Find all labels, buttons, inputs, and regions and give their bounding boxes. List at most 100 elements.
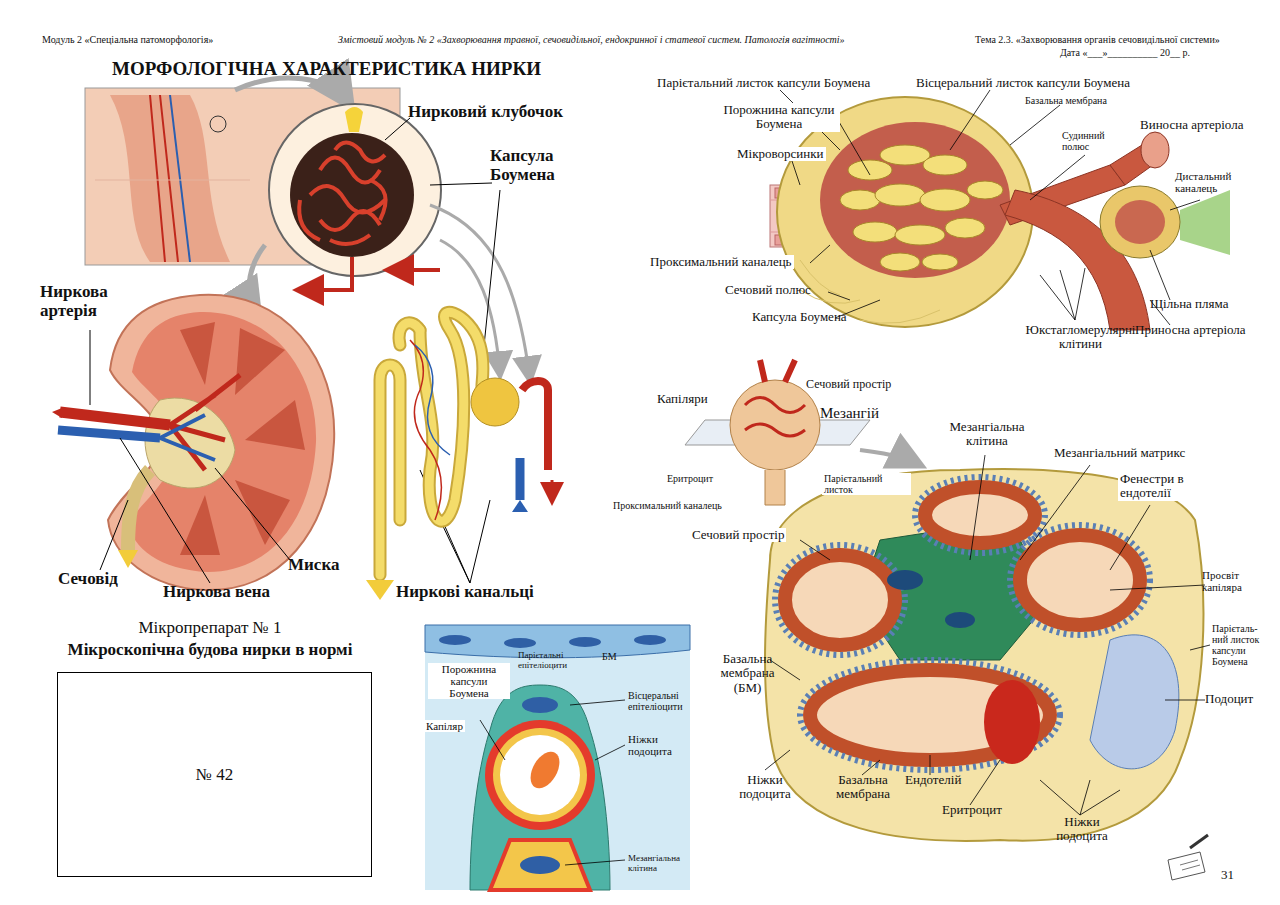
specimen-heading: Мікропрепарат № 1 <box>40 618 380 638</box>
capillary-loop-section-part-part <box>1165 700 1205 701</box>
label-text: Виносна артеріола <box>1140 118 1243 132</box>
capillary-loop-section <box>765 455 1210 841</box>
label-text: Сечовід <box>58 570 118 589</box>
nephron-part <box>516 458 525 500</box>
cortex-inset-part <box>95 180 250 181</box>
label-text: Вісцеральні епітеліоцити <box>628 690 696 712</box>
label-text: Подоцит <box>1205 692 1253 706</box>
label-text: Ниркова вена <box>163 583 270 602</box>
glomerulus-small-part <box>730 380 820 470</box>
label-text: Ниркові канальці <box>396 583 534 602</box>
specimen-subtitle: Мікроскопічна будова нирки в нормі <box>40 640 380 660</box>
label-text: Сечовий полюс <box>725 283 811 297</box>
capillary-loop-section-part <box>984 680 1040 764</box>
kidney-section-part <box>128 470 150 550</box>
kidney-section-part-part <box>235 480 290 545</box>
label-text: Просвіт капіляра <box>1202 569 1257 593</box>
renal-corpuscle-part-part <box>923 155 967 175</box>
filtration-barrier <box>425 625 690 890</box>
kidney-section-part-part <box>90 330 91 405</box>
filtration-barrier-part <box>425 625 690 890</box>
label-text: Мезангіальна клітина <box>628 854 690 874</box>
label-text: Мезангіальний матрикс <box>1052 446 1187 460</box>
label-text: Парієтальний листок капсули Боумена <box>655 76 872 90</box>
glomerulus-magnified-part <box>290 133 414 257</box>
glomerulus-magnified-part <box>299 143 385 245</box>
label-text: Мезангіальна клітина <box>935 420 1039 449</box>
notepad-icon-part <box>1190 835 1208 848</box>
filtration-barrier-part-part <box>569 637 601 647</box>
capillary-loop-section-part-part <box>930 755 931 775</box>
renal-corpuscle-part-part <box>1030 155 1085 200</box>
capillary-loop-section-part-part <box>925 487 1035 543</box>
glomerulus-magnified-part-part <box>299 200 320 240</box>
kidney-section-part <box>118 550 138 568</box>
renal-corpuscle-part-part <box>922 254 958 270</box>
label-text: Судинний полюс <box>1062 130 1117 152</box>
nephron-part-part <box>399 323 420 345</box>
glomerulus-magnified-part <box>300 257 352 290</box>
nephron-part <box>522 381 548 470</box>
filtration-barrier-part <box>520 856 560 874</box>
label-text: Миска <box>288 556 339 575</box>
label-text: Вісцеральний листок капсули Боумена <box>914 76 1132 90</box>
renal-corpuscle-part-part <box>920 189 970 211</box>
glomerulus-magnified-part-part <box>310 186 385 212</box>
label-text: Змістовий модуль № 2 «Захворювання травн… <box>338 34 845 45</box>
kidney-section <box>52 118 500 590</box>
nephron-part-part <box>380 365 400 575</box>
label-text: Ніжки подоцита <box>628 733 694 757</box>
glomerulus-magnified-part-part <box>335 143 385 162</box>
capillary-loop-section-part <box>1090 635 1179 769</box>
renal-corpuscle-part-part <box>1040 268 1085 320</box>
filtration-barrier-part-part <box>439 635 471 645</box>
kidney-section-part-part <box>235 328 285 395</box>
nephron-part <box>512 500 528 512</box>
filtration-barrier-part <box>485 720 595 830</box>
label-text: Щільна пляма <box>1150 297 1228 311</box>
filtration-barrier-part-part <box>480 720 505 760</box>
nephron-part <box>471 378 519 426</box>
kidney-section-part-part <box>100 500 128 570</box>
kidney-section-part-part <box>385 118 410 140</box>
specimen-number: № 42 <box>196 765 233 785</box>
label-text: Сечовий простір <box>690 528 786 542</box>
label-text: Парієтальний листок <box>822 473 911 495</box>
renal-corpuscle-part <box>840 145 1003 271</box>
label-text: Дата «___»__________ 20__ р. <box>1060 47 1190 58</box>
label-text: Капсула Боумена <box>752 310 847 324</box>
capillary-loop-section-part <box>887 570 923 590</box>
kidney-section-part-part <box>245 400 305 450</box>
capillary-loop-section-part-part <box>1110 505 1150 570</box>
cortex-inset-part <box>110 95 230 262</box>
renal-corpuscle-part-part <box>840 190 880 210</box>
cortex-inset-part <box>170 95 190 262</box>
capillary-loop-section-part-part <box>1040 780 1120 815</box>
capillary-loop-section-part <box>765 455 1210 815</box>
nephron-part <box>366 580 394 600</box>
notepad-icon <box>1168 835 1208 880</box>
renal-corpuscle-part <box>820 122 1010 278</box>
glomerulus-magnified-part-part <box>320 211 380 230</box>
label-text: Базальна мембрана (БМ) <box>710 652 785 695</box>
label-text: Ниркова артерія <box>40 283 130 320</box>
filtration-barrier-part-part <box>570 700 625 705</box>
label-text: Проксимальний каналець <box>648 255 794 269</box>
nephron-part <box>380 312 495 575</box>
cortex-inset-part <box>210 116 226 132</box>
label-text: Базальна мембрана <box>1025 95 1107 106</box>
renal-corpuscle-part <box>780 90 1200 325</box>
label-text: Капіляр <box>424 720 465 732</box>
nephron-part-part <box>415 345 450 455</box>
kidney-section-part-part <box>215 468 290 560</box>
kidney-section-part <box>58 430 160 438</box>
renal-corpuscle-part-part <box>967 181 1003 199</box>
nephron-part-part <box>380 365 400 575</box>
renal-corpuscle-part-part <box>880 253 920 271</box>
filtration-barrier-part-part <box>634 635 666 645</box>
capillary-loop-section-part-part <box>785 555 895 645</box>
glomerulus-small-part <box>760 360 795 382</box>
glomerulus-magnified-part-part <box>330 235 370 244</box>
filtration-barrier-part <box>493 728 587 822</box>
capillary-loop-section-part-part <box>770 660 800 680</box>
